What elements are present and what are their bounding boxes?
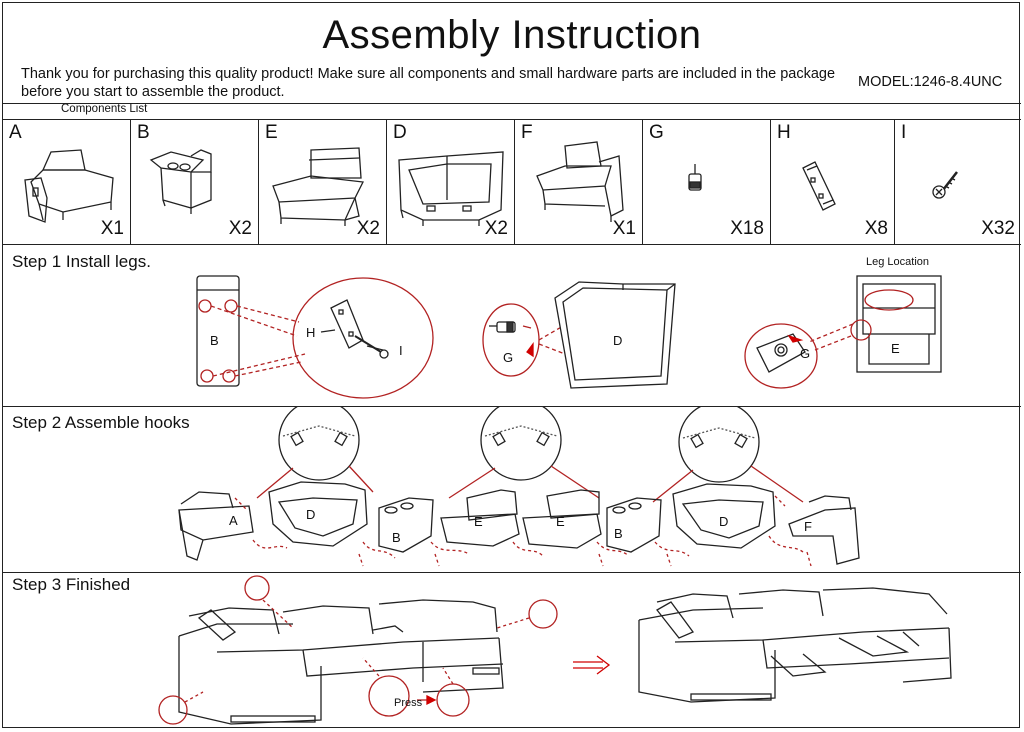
label-f: F: [804, 519, 812, 534]
console-cupholder-icon: [149, 149, 212, 214]
label-g: G: [503, 350, 514, 365]
label-a: A: [229, 513, 238, 528]
label-d: D: [613, 333, 623, 348]
component-letter: D: [393, 122, 407, 143]
step-2-title: Step 2 Assemble hooks: [12, 413, 190, 432]
page-title: Assembly Instruction: [322, 13, 702, 57]
component-cell-g: G X18: [643, 120, 771, 244]
armless-recliner-icon: [272, 147, 364, 226]
press-label: Press: [394, 697, 423, 709]
step-1-title: Step 1 Install legs.: [12, 252, 151, 271]
label-b: B: [392, 530, 401, 545]
label-d: D: [719, 514, 729, 529]
component-qty: X32: [981, 218, 1015, 239]
intro-text: Thank you for purchasing this quality pr…: [21, 66, 836, 100]
left-arm-recliner-icon: [24, 149, 114, 223]
label-e: E: [556, 514, 565, 529]
divider: [3, 572, 1021, 573]
component-letter: H: [777, 122, 791, 143]
component-cell-f: F X1: [515, 120, 643, 244]
corner-wedge-icon: [398, 151, 504, 226]
divider: [3, 119, 1021, 120]
divider: [3, 406, 1021, 407]
label-h: H: [306, 325, 316, 340]
component-letter: I: [901, 122, 907, 143]
step-3-finished-illustration: [158, 575, 952, 725]
component-letter: F: [521, 122, 533, 143]
component-letter: G: [649, 122, 664, 143]
label-d: D: [306, 507, 316, 522]
label-i: I: [399, 343, 403, 358]
leg-foot-icon: [688, 164, 702, 191]
component-qty: X18: [730, 218, 764, 239]
component-qty: X1: [612, 218, 636, 239]
divider: [3, 244, 1021, 245]
component-cell-e: E X2: [259, 120, 387, 244]
connector-hook-icon: [802, 161, 836, 211]
label-e: E: [474, 514, 483, 529]
component-cell-a: A X1: [3, 120, 131, 244]
component-qty: X2: [228, 218, 252, 239]
right-arm-recliner-icon: [536, 141, 624, 222]
label-b: B: [614, 526, 623, 541]
step-2-hooks-illustration: [178, 406, 860, 567]
leg-location-label: Leg Location: [866, 256, 929, 268]
label-e: E: [891, 341, 900, 356]
step-3-title: Step 3 Finished: [12, 575, 131, 594]
component-letter: E: [265, 122, 278, 143]
component-qty: X2: [484, 218, 508, 239]
model-number: MODEL:1246-8.4UNC: [858, 74, 1003, 90]
component-letter: B: [137, 122, 150, 143]
component-cell-i: I X32: [895, 120, 1021, 244]
component-letter: A: [9, 122, 22, 143]
step-1-legs-illustration: [196, 275, 942, 399]
label-g: G: [800, 346, 811, 361]
component-cell-h: H X8: [771, 120, 895, 244]
component-cell-b: B X2: [131, 120, 259, 244]
screw-icon: [932, 171, 958, 199]
components-list-label: Components List: [61, 103, 148, 115]
component-qty: X8: [864, 218, 888, 239]
component-qty: X1: [100, 218, 124, 239]
component-cell-d: D X2: [387, 120, 515, 244]
component-qty: X2: [356, 218, 380, 239]
label-b: B: [210, 333, 219, 348]
divider: [3, 103, 1021, 104]
